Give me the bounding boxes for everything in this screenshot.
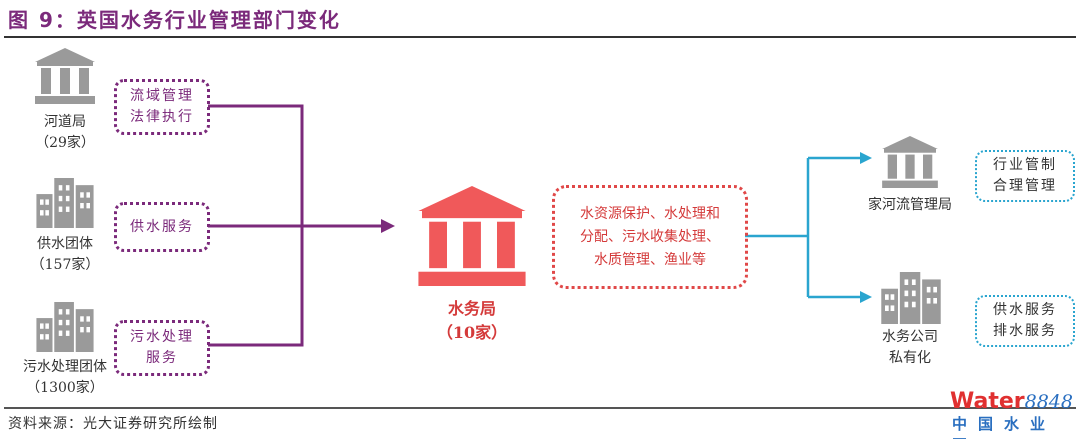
- entity-name: 供水团体: [37, 236, 93, 252]
- sewage-duties: 污水处理服务: [114, 320, 210, 376]
- watermark-number: 8848: [1024, 391, 1073, 413]
- watermark-logo: Water8848: [950, 389, 1073, 414]
- sewage-label: 污水处理团体 （1300家）: [5, 357, 125, 399]
- entity-name: 污水处理团体: [23, 359, 107, 375]
- duty: 水资源保护、水处理和: [580, 205, 720, 222]
- duty: 行业管制: [993, 157, 1057, 173]
- entity-name: 水务公司: [882, 329, 938, 345]
- duty: 污水处理: [130, 329, 194, 345]
- water-authority-label: 水务局 （10家）: [412, 297, 532, 345]
- entity-name: 水务局: [447, 299, 496, 318]
- arrow-to-center: [381, 219, 395, 233]
- figure-title: 图 9：英国水务行业管理部门变化: [8, 8, 341, 32]
- entity-count: （157家）: [30, 257, 100, 273]
- watermark-subtitle: 中国水业网: [952, 415, 1057, 439]
- source-note: 资料来源：光大证券研究所绘制: [8, 416, 218, 432]
- water-authority-duties: 水资源保护、水处理和分配、污水收集处理、水质管理、渔业等: [552, 185, 748, 289]
- entity-count: （1300家）: [26, 380, 104, 396]
- duty: 流域管理: [130, 88, 194, 104]
- regulator-duties: 行业管制合理管理: [975, 150, 1075, 202]
- river-authority-duties: 流域管理法律执行: [114, 79, 210, 135]
- government-building-icon: [418, 186, 526, 286]
- duty: 合理管理: [993, 178, 1057, 194]
- water-company-label: 水务公司私有化: [855, 327, 965, 369]
- arrow-to-companies: [860, 291, 872, 303]
- entity-note: 私有化: [889, 350, 931, 366]
- entity-name: 河道局: [44, 114, 86, 130]
- left-connector-lines: [208, 104, 385, 347]
- footer-rule: [4, 407, 1076, 409]
- office-buildings-icon: [36, 178, 94, 228]
- office-buildings-icon: [36, 302, 94, 352]
- duty: 法律执行: [130, 109, 194, 125]
- water-supply-label: 供水团体 （157家）: [10, 234, 120, 276]
- regulator-label: 家河流管理局: [868, 197, 952, 213]
- title-rule: [4, 36, 1076, 38]
- duty: 水质管理、渔业等: [594, 251, 706, 268]
- duty: 供水服务: [130, 218, 194, 235]
- watermark-brand: Water: [950, 389, 1025, 414]
- duty: 分配、污水收集处理、: [580, 228, 720, 245]
- entity-count: （29家）: [35, 135, 95, 151]
- duty: 服务: [146, 350, 178, 366]
- water-supply-duties: 供水服务: [114, 202, 210, 252]
- government-building-icon: [882, 136, 938, 188]
- arrow-to-regulator: [860, 152, 872, 164]
- right-connector-lines: [745, 156, 862, 299]
- entity-count: （10家）: [436, 323, 508, 342]
- river-authority-label: 河道局 （29家）: [10, 112, 120, 154]
- water-company-duties: 供水服务排水服务: [975, 295, 1075, 347]
- government-building-icon: [35, 48, 95, 104]
- duty: 供水服务: [993, 302, 1057, 318]
- office-buildings-icon: [881, 272, 941, 324]
- duty: 排水服务: [993, 323, 1057, 339]
